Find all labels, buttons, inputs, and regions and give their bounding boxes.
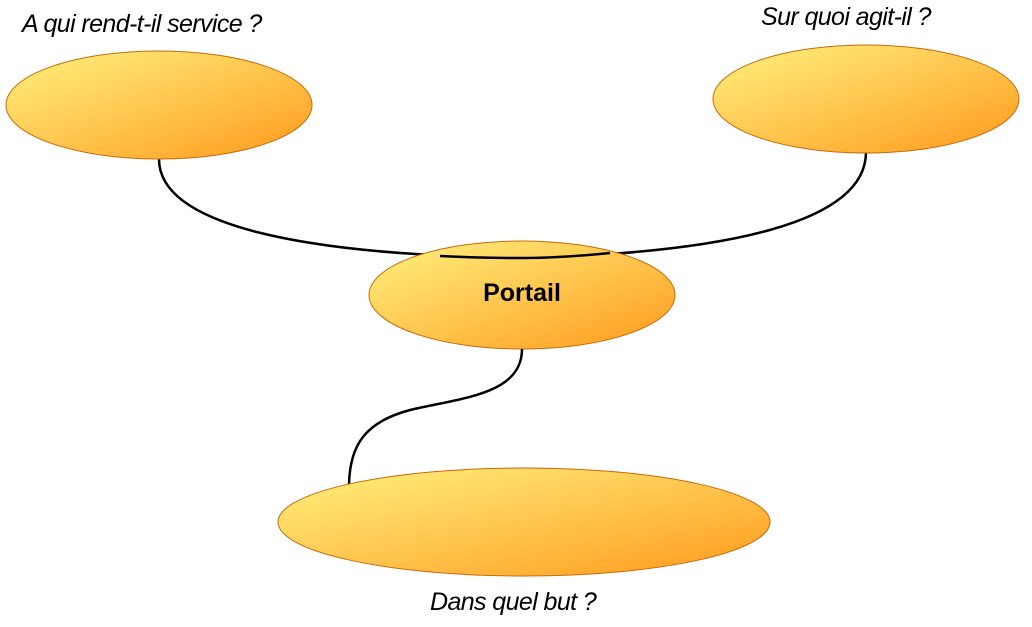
connector-center-to-bottom [347,348,524,485]
node-right[interactable] [712,44,1020,154]
question-right-label: Sur quoi agit-il ? [761,3,931,31]
node-bottom[interactable] [277,467,771,577]
node-left[interactable] [5,50,313,160]
question-left-label: A qui rend-t-il service ? [22,10,262,38]
question-bottom-label: Dans quel but ? [430,588,597,616]
connector-left-to-center [157,158,523,260]
center-node-label: Portail [483,279,561,307]
connector-right-to-center [521,151,868,260]
connector-overlay [439,251,611,260]
